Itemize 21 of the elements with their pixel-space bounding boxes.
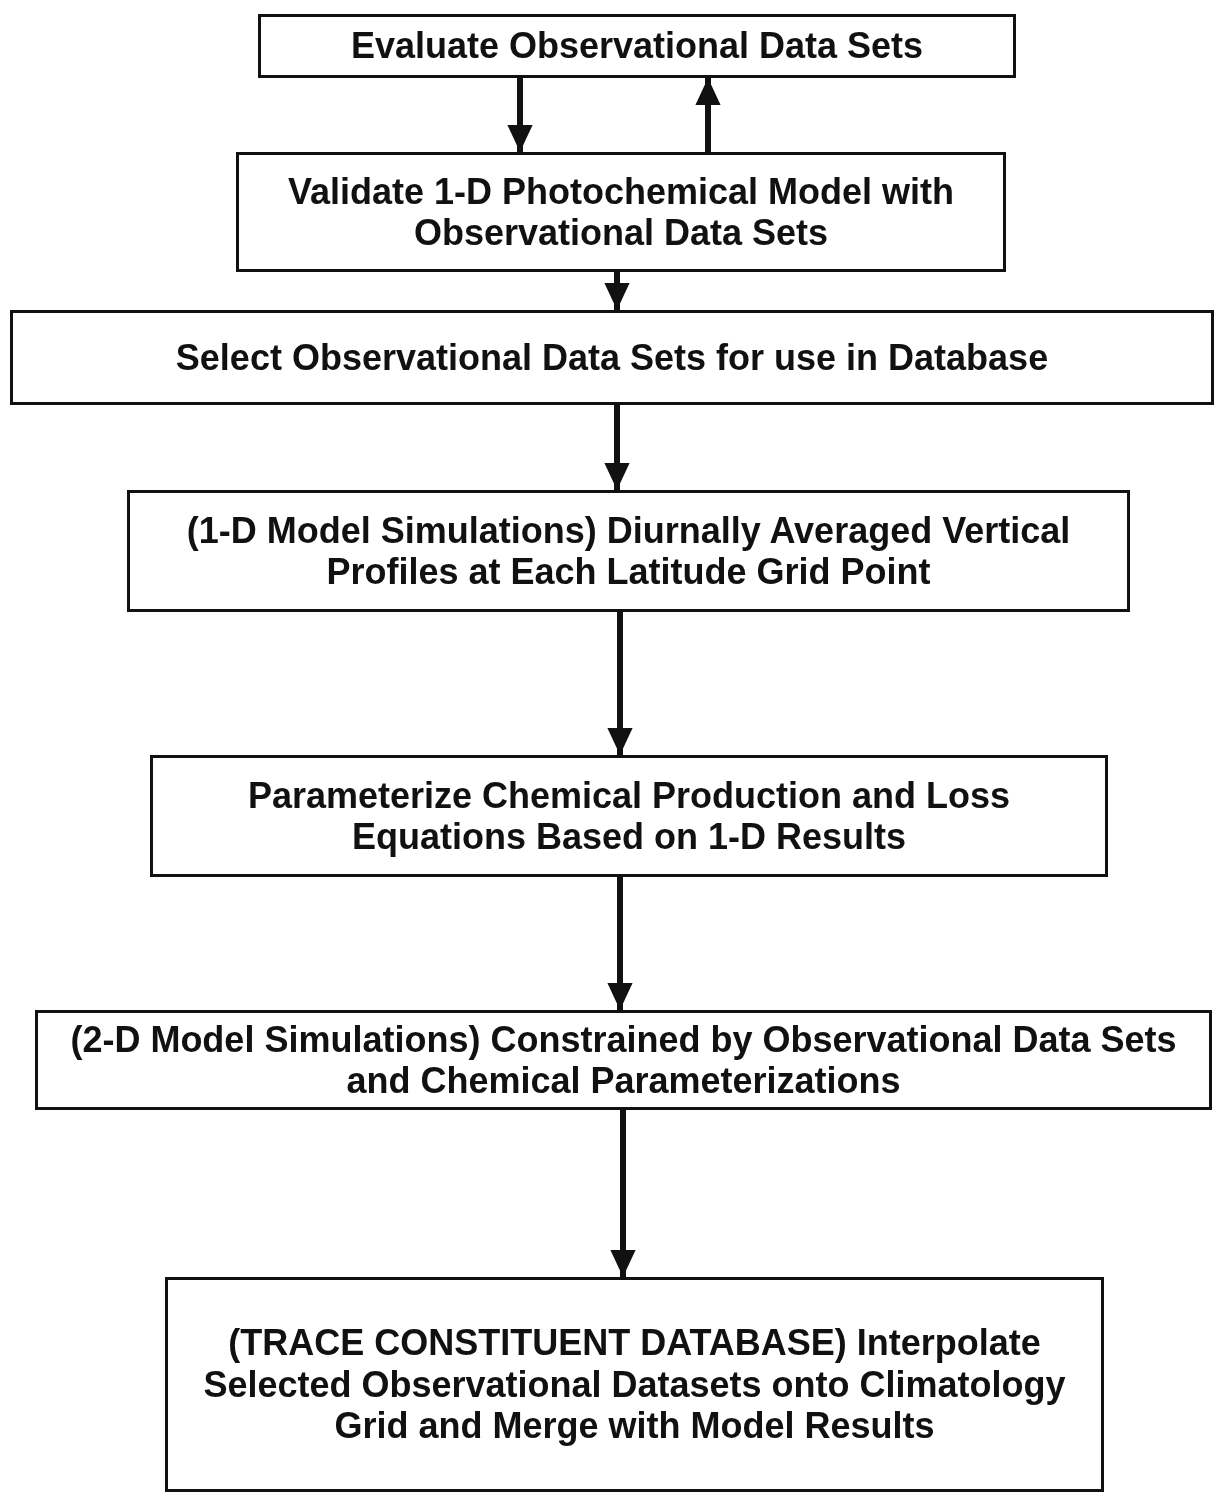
arrow: [607, 877, 633, 1010]
arrow: [610, 1110, 636, 1277]
arrow: [604, 405, 630, 490]
arrow: [607, 612, 633, 755]
step-text: Evaluate Observational Data Sets: [350, 25, 924, 67]
step-text: Select Observational Data Sets for use in Database: [175, 336, 1049, 379]
step-text: Parameterize Chemical Production and Loss Equations Based on 1-D Results: [246, 774, 1012, 858]
process-box: [165, 1277, 1104, 1492]
process-box: [150, 755, 1108, 877]
step-text: Validate 1-D Photochemical Model with Observational Data Sets: [286, 170, 956, 254]
arrow: [507, 78, 533, 152]
step-text: (1-D Model Simulations) Diurnally Averaged Vertical Profiles at Each Latitude Grid Point: [185, 509, 1072, 593]
process-box: [35, 1010, 1212, 1110]
process-box: [258, 14, 1016, 78]
step-text: (2-D Model Simulations) Constrained by Observational Data Sets and Chemical Parameterizations: [69, 1018, 1178, 1102]
step-text: (TRACE CONSTITUENT DATABASE) Interpolate Selected Observational Datasets onto Climatology Grid and Merge with Model Results: [202, 1322, 1067, 1447]
process-box: [236, 152, 1006, 272]
process-box: [10, 310, 1214, 405]
arrow: [695, 78, 721, 152]
arrow: [604, 272, 630, 310]
process-box: [127, 490, 1130, 612]
